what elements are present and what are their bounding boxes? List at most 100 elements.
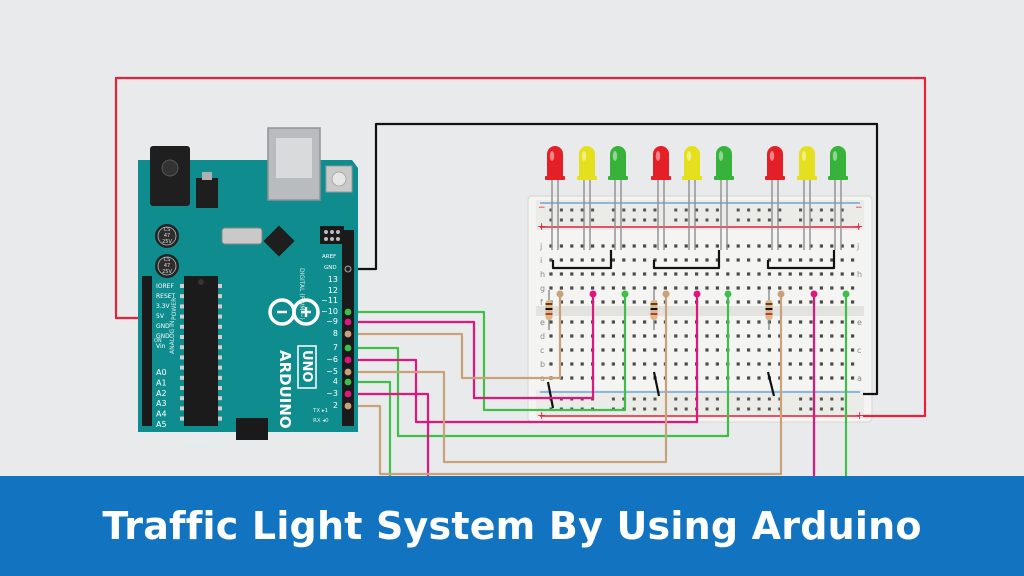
wire-green-pin-10[interactable] [346,294,627,412]
breadboard-hole [799,362,803,366]
rail-hole [611,397,615,401]
breadboard-hole [809,334,813,338]
breadboard-hole [674,362,678,366]
rail-hole [674,397,678,401]
wire-black-led-ground-2[interactable] [652,250,721,270]
svg-text:CS: CS [164,227,171,233]
breadboard-hole [778,272,782,276]
wire-red-5v[interactable] [114,76,927,418]
breadboard-hole [549,320,553,324]
led-yellow-2[interactable] [577,146,597,250]
rail-hole [705,407,709,411]
breadboard-hole [601,244,605,248]
chip-pin [218,345,222,350]
row-letter-h-right: h [857,270,862,279]
chip-pin [180,304,184,309]
breadboard-hole [570,244,574,248]
wire-end-tan-1 [556,290,564,298]
led-yellow-5[interactable] [682,146,702,250]
chip-pin [180,345,184,350]
breadboard-hole [715,320,719,324]
wires [114,76,927,510]
rail-hole [799,218,803,222]
chip-pin [218,324,222,329]
breadboard-hole [549,272,553,276]
led-red-1[interactable] [545,146,565,250]
led-red-7[interactable] [765,146,785,250]
analog-label: ANALOG IN [169,321,176,354]
breadboard-hole [819,258,823,262]
breadboard-hole [653,272,657,276]
voltage-regulator [196,178,218,208]
breadboard-hole [778,244,782,248]
led-green-3[interactable] [608,146,628,250]
led-green-6[interactable] [714,146,734,250]
breadboard-hole [747,320,751,324]
svg-text:UNO: UNO [299,350,314,383]
breadboard-hole [809,272,813,276]
breadboard-hole [830,320,834,324]
breadboard-hole [767,334,771,338]
chip-pin [218,355,222,360]
wire-green-pin-7[interactable] [346,294,730,438]
resistor-1[interactable] [545,290,553,330]
top-rail-minus-label-right: − [855,203,863,213]
breadboard-hole [674,258,678,262]
breadboard-hole [622,362,626,366]
wire-black-rail-jump-1[interactable] [546,381,555,409]
digital-pin-label: 12 [328,286,338,295]
breadboard-hole [851,334,855,338]
breadboard-hole [705,286,709,290]
breadboard-hole [757,362,761,366]
wire-pink-pin-6[interactable] [346,294,699,424]
resistor-2[interactable] [650,290,658,330]
breadboard-hole [830,244,834,248]
wire-black-rail-jump-3[interactable] [766,371,776,397]
breadboard-hole [622,376,626,380]
breadboard-hole [799,286,803,290]
wire-pink-pin-9[interactable] [346,294,595,400]
digital-pin-label: ~9 [326,317,338,326]
led-red-4[interactable] [651,146,671,250]
rail-hole [643,407,647,411]
led-yellow-8[interactable] [797,146,817,250]
wire-tan-pin-8[interactable] [346,294,562,380]
breadboard-hole [684,286,688,290]
chip-pin [180,365,184,370]
power-label: POWER [171,298,178,320]
breadboard-hole [684,258,688,262]
wire-black-led-ground-1[interactable] [551,250,613,270]
power-analog-header [142,276,152,426]
wire-black-rail-jump-2[interactable] [652,371,661,397]
wire-tan-pin-5[interactable] [346,294,668,464]
rail-hole [830,407,834,411]
breadboard-hole [788,272,792,276]
led-green-9[interactable] [828,146,848,250]
rail-hole [799,397,803,401]
breadboard-hole [674,348,678,352]
breadboard-hole [591,244,595,248]
rail-hole [819,397,823,401]
breadboard-hole [830,258,834,262]
breadboard-hole [747,348,751,352]
wire-black-gnd-top[interactable] [346,122,879,396]
rail-hole [809,218,813,222]
row-letter-g: g [540,284,545,293]
digital-label: DIGITAL (PWM ~) [298,268,305,320]
breadboard-hole [695,258,699,262]
breadboard-hole [549,334,553,338]
rail-hole [767,208,771,212]
breadboard-hole [674,334,678,338]
breadboard-hole [663,258,667,262]
wire-tan-pin-2[interactable] [346,294,783,476]
rail-hole [653,397,657,401]
breadboard-hole [674,286,678,290]
resistor-3[interactable] [765,290,773,330]
rail-hole [840,218,844,222]
breadboard-hole [715,258,719,262]
breadboard-hole [788,300,792,304]
rail-hole [684,407,688,411]
breadboard-hole [632,348,636,352]
wire-black-led-ground-3[interactable] [766,250,836,270]
rail-hole [570,208,574,212]
